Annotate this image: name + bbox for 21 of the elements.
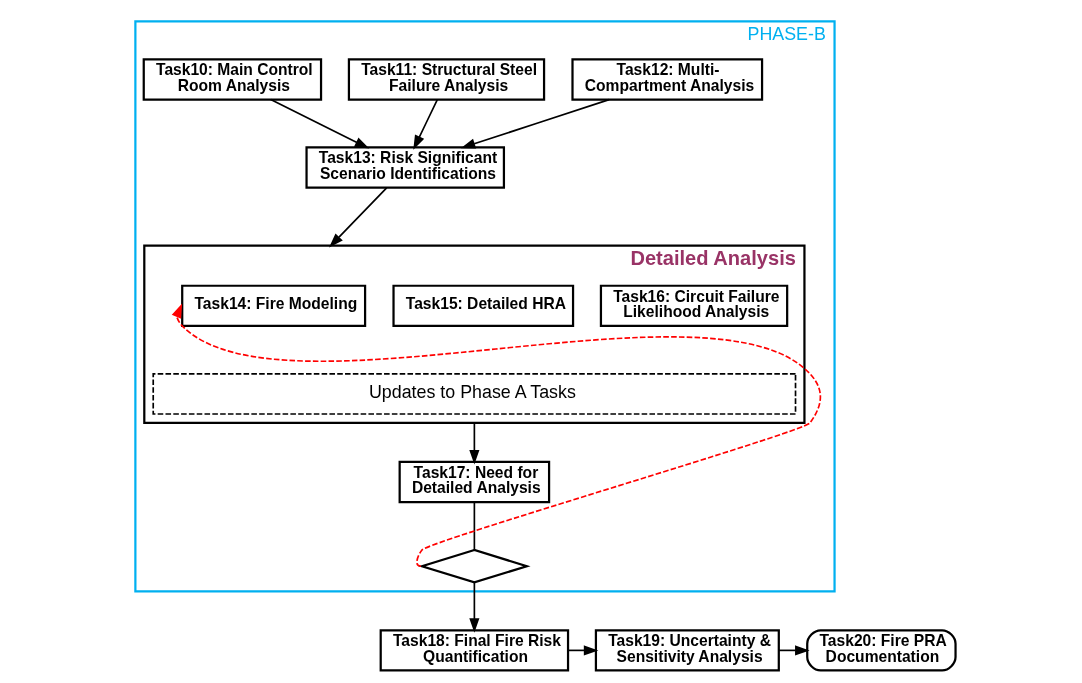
node-diamond — [418, 548, 531, 584]
node-box: Task15: Detailed HRA — [392, 284, 575, 327]
node-box: Task18: Final Fire Risk Quantification — [379, 629, 570, 672]
node-box: Task13: Risk Significant Scenario Identifications — [305, 146, 506, 189]
node-box: Task17: Need for Detailed Analysis — [398, 460, 551, 504]
node-box: Task20: Fire PRA Documentation — [806, 629, 957, 672]
arrow — [269, 98, 370, 149]
node-box: Task14: Fire Modeling — [181, 284, 367, 327]
node-box: Task11: Structural Steel Failure Analysis — [347, 58, 546, 101]
connector — [473, 501, 476, 551]
arrow — [329, 187, 388, 248]
arrow — [469, 581, 480, 633]
node-box: Task19: Uncertainty & Sensitivity Analysis — [594, 629, 780, 672]
node-box: Task12: Multi-Compartment Analysis — [571, 58, 764, 101]
arrow — [469, 422, 480, 465]
arrow — [413, 98, 439, 150]
node-box: Updates to Phase A Tasks — [152, 373, 797, 415]
arrow — [171, 303, 822, 568]
node-box: Task10: Main Control Room Analysis — [142, 58, 323, 101]
arrow — [460, 98, 610, 149]
node-box: Task16: Circuit Failure Likelihood Analysis — [599, 284, 789, 327]
